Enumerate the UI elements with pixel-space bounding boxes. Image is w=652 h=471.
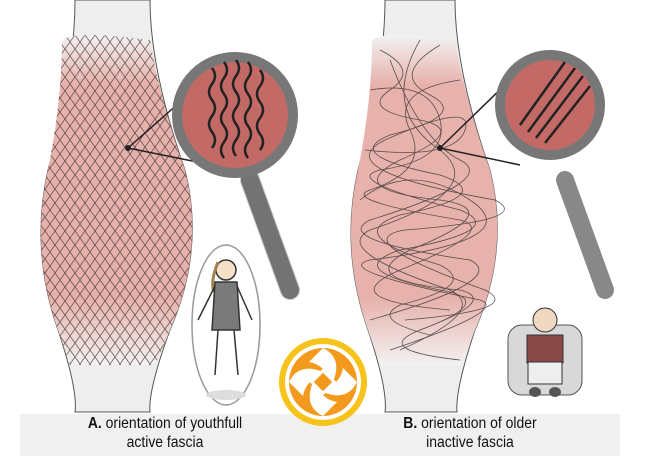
jumping-girl-figure (191, 244, 261, 406)
caption-a: A. orientation of youthfull active fasci… (62, 414, 269, 452)
caption-b: B. orientation of older inactive fascia (380, 414, 560, 452)
caption-b-line1: orientation of older (421, 415, 537, 432)
caption-b-letter: B. (403, 415, 418, 432)
magnifier-a (125, 52, 300, 300)
older-fascia-muscle (350, 0, 505, 413)
sun-logo (279, 338, 367, 426)
magnifier-b (437, 50, 614, 299)
caption-a-line1: orientation of youthfull (105, 415, 243, 432)
youthful-fascia-muscle (40, 0, 193, 413)
caption-band (375, 414, 620, 456)
caption-a-letter: A. (87, 415, 102, 432)
caption-a-line2: active fascia (126, 434, 204, 451)
old-man-in-chair-figure (507, 307, 583, 397)
caption-b-line2: inactive fascia (426, 434, 514, 451)
